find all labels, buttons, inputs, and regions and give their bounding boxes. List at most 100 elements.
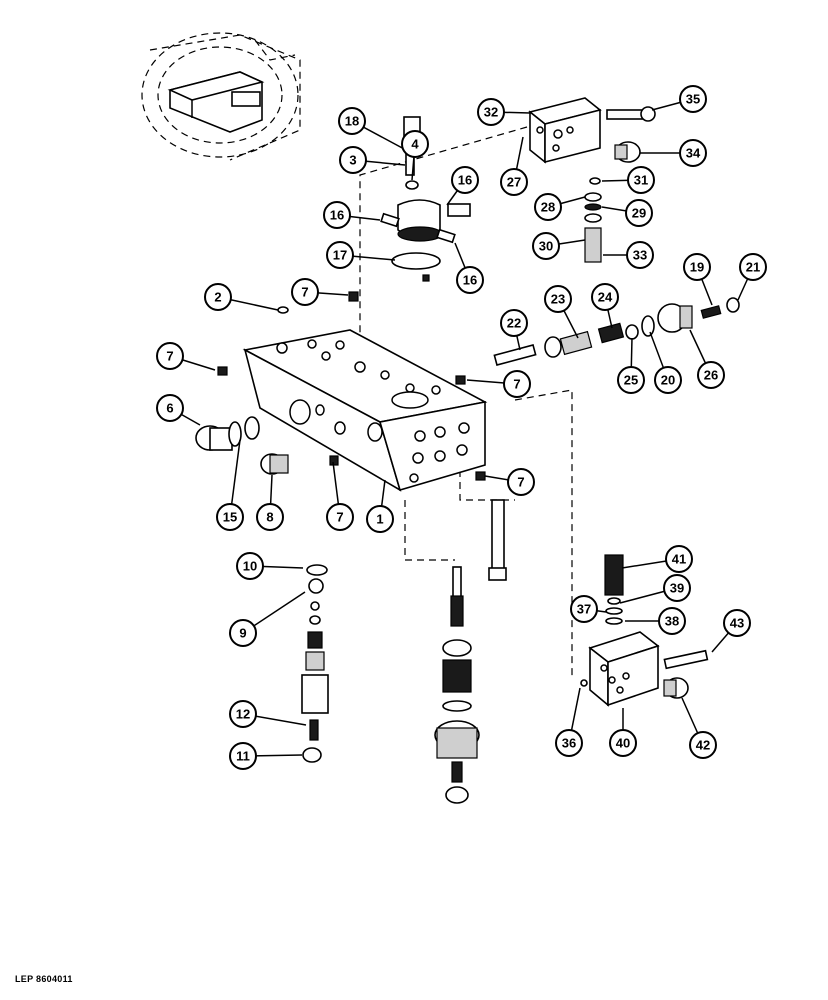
callout-label-3: 3 — [349, 153, 356, 168]
callout-circle-2 — [204, 283, 232, 311]
callout-circle-34 — [679, 139, 707, 167]
callout-label-34: 34 — [686, 146, 701, 161]
callout-label-19: 19 — [690, 260, 704, 275]
callout-circle-7 — [291, 278, 319, 306]
long-bolt — [488, 499, 507, 581]
callout-circle-12 — [229, 700, 257, 728]
callout-circle-29 — [625, 199, 653, 227]
callout-label-29: 29 — [632, 206, 646, 221]
callout-circle-25 — [617, 366, 645, 394]
callout-circle-30 — [532, 232, 560, 260]
callout-label-32: 32 — [484, 105, 498, 120]
callout-label-6: 6 — [166, 401, 173, 416]
callout-label-35: 35 — [686, 92, 700, 107]
plug-part-6 — [195, 416, 260, 451]
callout-circle-6 — [156, 394, 184, 422]
callout-label-43: 43 — [730, 616, 744, 631]
callout-circle-11 — [229, 742, 257, 770]
callout-label-7: 7 — [166, 349, 173, 364]
callout-label-12: 12 — [236, 707, 250, 722]
callout-label-24: 24 — [598, 290, 613, 305]
callout-circle-39 — [663, 574, 691, 602]
callout-label-23: 23 — [551, 292, 565, 307]
callout-label-7: 7 — [301, 285, 308, 300]
callout-circle-16 — [451, 166, 479, 194]
callout-circle-7 — [156, 342, 184, 370]
callout-circle-41 — [665, 545, 693, 573]
callout-circle-27 — [500, 168, 528, 196]
callout-circle-31 — [627, 166, 655, 194]
callout-label-16: 16 — [330, 208, 344, 223]
callout-circle-33 — [626, 241, 654, 269]
callout-circle-1 — [366, 505, 394, 533]
callout-label-41: 41 — [672, 552, 686, 567]
callout-circle-35 — [679, 85, 707, 113]
callout-circle-38 — [658, 607, 686, 635]
callout-label-37: 37 — [577, 602, 591, 617]
relief-block-32 — [528, 97, 656, 263]
callout-circle-9 — [229, 619, 257, 647]
callout-circle-23 — [544, 285, 572, 313]
callout-label-16: 16 — [458, 173, 472, 188]
callout-circle-17 — [326, 241, 354, 269]
callout-label-2: 2 — [214, 290, 221, 305]
callout-label-38: 38 — [665, 614, 679, 629]
callout-circle-43 — [723, 609, 751, 637]
callout-circle-3 — [339, 146, 367, 174]
callout-label-16: 16 — [463, 273, 477, 288]
callout-label-36: 36 — [562, 736, 576, 751]
spool-column — [434, 566, 480, 804]
callout-label-17: 17 — [333, 248, 347, 263]
callout-label-28: 28 — [541, 200, 555, 215]
callout-label-7: 7 — [517, 475, 524, 490]
callout-circle-15 — [216, 503, 244, 531]
cartridge-part-9 — [301, 564, 329, 763]
callout-circle-40 — [609, 729, 637, 757]
spool-assembly — [493, 297, 740, 366]
callout-circle-10 — [236, 552, 264, 580]
callout-label-40: 40 — [616, 736, 630, 751]
callout-circle-20 — [654, 366, 682, 394]
valve-block — [242, 329, 488, 492]
callout-label-4: 4 — [411, 137, 419, 152]
callout-label-21: 21 — [746, 260, 760, 275]
callout-circle-16 — [323, 201, 351, 229]
callout-label-8: 8 — [266, 510, 273, 525]
callout-circle-24 — [591, 283, 619, 311]
callout-label-27: 27 — [507, 175, 521, 190]
callout-label-11: 11 — [236, 749, 250, 764]
pilot-valve-assembly — [380, 116, 471, 282]
callout-circle-7 — [503, 370, 531, 398]
plug-part-8 — [260, 453, 289, 475]
callout-label-7: 7 — [513, 377, 520, 392]
callout-labels: 1234677777891011121516161617181920212223… — [156, 85, 767, 770]
callout-label-39: 39 — [670, 581, 684, 596]
callout-circle-37 — [570, 595, 598, 623]
callout-label-22: 22 — [507, 316, 521, 331]
callout-label-9: 9 — [239, 626, 246, 641]
callout-circle-36 — [555, 729, 583, 757]
callout-circle-19 — [683, 253, 711, 281]
callout-label-1: 1 — [376, 512, 383, 527]
callout-label-30: 30 — [539, 239, 553, 254]
callout-label-42: 42 — [696, 738, 710, 753]
callout-circle-21 — [739, 253, 767, 281]
callout-label-10: 10 — [243, 559, 257, 574]
callout-circle-4 — [401, 130, 429, 158]
figure-reference-code: LEP 8604011 — [15, 974, 73, 984]
callout-circle-28 — [534, 193, 562, 221]
callout-circle-8 — [256, 503, 284, 531]
callout-label-7: 7 — [336, 510, 343, 525]
callout-circle-42 — [689, 731, 717, 759]
callout-label-26: 26 — [704, 368, 718, 383]
callout-circle-7 — [326, 503, 354, 531]
callout-circle-7 — [507, 468, 535, 496]
callout-label-25: 25 — [624, 373, 638, 388]
callout-circle-26 — [697, 361, 725, 389]
relief-block-40 — [580, 554, 709, 707]
callout-circle-18 — [338, 107, 366, 135]
callout-circle-32 — [477, 98, 505, 126]
callout-label-15: 15 — [223, 510, 237, 525]
locator-inset — [141, 32, 301, 161]
